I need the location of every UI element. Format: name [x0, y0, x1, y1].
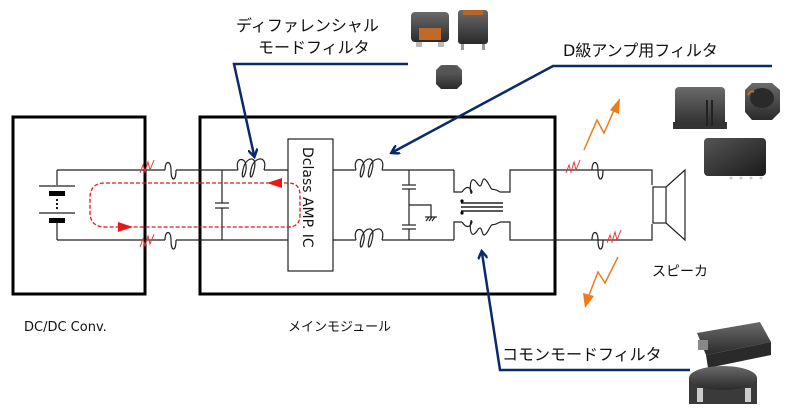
component-photo-dclass-2	[745, 83, 780, 120]
noise-icon	[139, 233, 155, 248]
callout-common-mode	[482, 253, 690, 372]
callout-dclass	[393, 64, 772, 152]
current-loop	[89, 182, 301, 228]
radiation-up-icon	[583, 98, 620, 151]
battery-icon	[39, 185, 75, 223]
dclass-filter-label: D級アンプ用フィルタ	[563, 41, 718, 60]
main-module-box	[198, 115, 557, 296]
cmc-dot-bottom	[460, 211, 464, 215]
component-photo-diff-round	[436, 65, 462, 89]
speaker-label: スピーカ	[652, 264, 708, 280]
speaker-icon	[652, 168, 686, 242]
noise-icon	[606, 229, 622, 244]
amp-ic-label: Dclass AMP. IC	[299, 147, 315, 248]
component-photo-dclass-1	[673, 87, 727, 129]
differential-filter-label-line2: モードフィルタ	[258, 38, 370, 57]
noise-icon	[139, 159, 155, 174]
component-photo-diff-choke-2	[458, 10, 488, 50]
component-photo-dclass-3	[704, 138, 766, 180]
noise-zigzags	[139, 159, 622, 248]
differential-filter-label-line1: ディファレンシャル	[236, 16, 379, 35]
amp-ic-box	[287, 138, 334, 272]
current-arrow-left-icon	[267, 178, 282, 188]
dcdc-label: DC/DC Conv.	[24, 320, 107, 335]
cmc-dot-top	[460, 199, 464, 203]
component-photo-diff-choke-1	[411, 12, 449, 47]
component-photo-cmc-1	[697, 322, 771, 368]
callout-differential	[232, 62, 408, 155]
current-arrow-right-icon	[118, 222, 133, 232]
component-photo-cmc-2	[689, 366, 757, 404]
main-module-label: メインモジュール	[288, 320, 391, 335]
output-ferrite-beads	[591, 161, 604, 250]
common-mode-filter-label: コモンモードフィルタ	[502, 345, 662, 364]
callout-lines	[232, 62, 772, 372]
noise-icon	[565, 159, 581, 174]
dcdc-box	[11, 115, 147, 296]
radiation-down-icon	[583, 256, 619, 308]
